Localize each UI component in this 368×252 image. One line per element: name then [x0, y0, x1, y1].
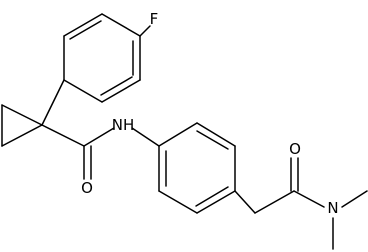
bond: [63, 13, 103, 37]
dimethylamide-oxygen-label: O: [289, 140, 301, 158]
bond: [83, 127, 115, 147]
bond: [158, 190, 198, 214]
bond: [1, 124, 43, 147]
atom-label-group: F NH O O N: [81, 10, 339, 217]
bond: [234, 190, 256, 214]
amide-nitrogen-label: NH: [112, 116, 135, 134]
bond: [101, 79, 141, 103]
amide-oxygen-label: O: [81, 179, 93, 197]
bond: [195, 186, 229, 207]
fluorine-atom-label: F: [150, 10, 159, 28]
bond: [69, 20, 102, 40]
bond: [139, 25, 151, 37]
bond: [196, 190, 236, 214]
bond: [63, 79, 103, 103]
bond-group: [1, 13, 368, 250]
bond: [100, 76, 133, 96]
bond: [196, 130, 229, 150]
dimethylamide-nitrogen-label: N: [327, 199, 338, 217]
bond: [41, 124, 85, 147]
bond: [1, 104, 43, 126]
bond: [254, 190, 295, 214]
bond: [196, 122, 236, 147]
bond: [293, 190, 325, 208]
bond: [158, 122, 198, 147]
bond: [101, 13, 141, 37]
bond: [341, 190, 368, 208]
bond: [41, 79, 65, 126]
bond: [131, 127, 160, 147]
